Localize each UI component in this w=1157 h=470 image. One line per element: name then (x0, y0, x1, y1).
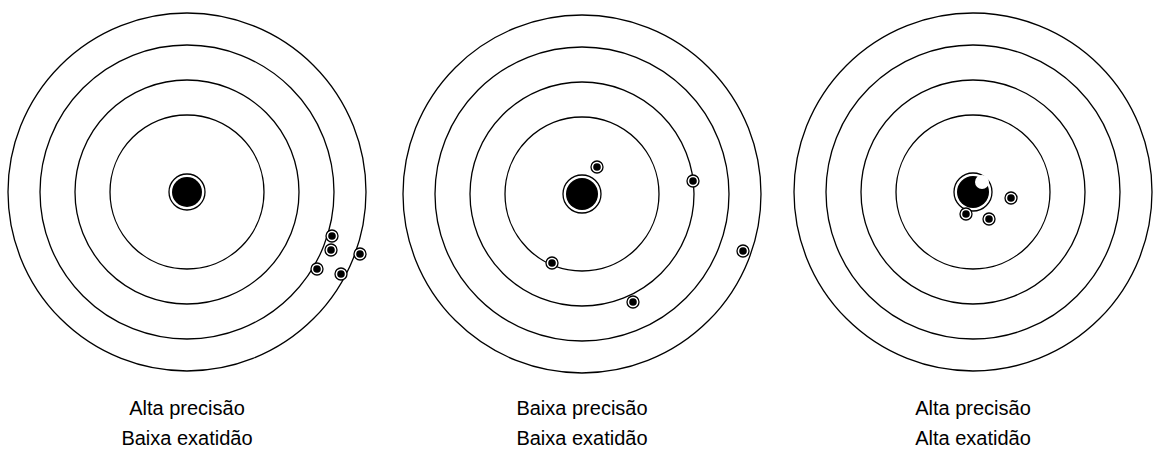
target-ring (505, 117, 659, 271)
shot (737, 245, 749, 257)
shots-right (960, 192, 1017, 225)
bullseye (172, 177, 202, 207)
target-ring (435, 47, 729, 341)
shot (983, 213, 995, 225)
shot (546, 257, 558, 269)
shot (335, 268, 347, 280)
shot (325, 244, 337, 256)
shot (1005, 192, 1017, 204)
shot (687, 175, 699, 187)
target-ring (8, 13, 366, 371)
target-middle (403, 15, 761, 373)
bullseye-ring (169, 174, 205, 210)
caption-text: Baixa precisão (422, 396, 742, 420)
target-ring (861, 80, 1085, 304)
caption-text: Baixa exatidão (27, 426, 347, 450)
shot (326, 230, 338, 242)
shot (960, 208, 972, 220)
bullseye (957, 176, 989, 208)
target-ring (794, 13, 1152, 371)
target-ring (896, 115, 1050, 269)
target-ring (403, 15, 761, 373)
bullseye (566, 178, 598, 210)
shot (591, 161, 603, 173)
shots-middle (546, 161, 749, 308)
target-ring (40, 45, 334, 339)
shot (311, 263, 323, 275)
caption-text: Alta precisão (27, 396, 347, 420)
caption-text: Alta exatidão (813, 426, 1133, 450)
shots-left (311, 230, 366, 280)
target-ring (75, 80, 299, 304)
target-ring (110, 115, 264, 269)
caption-text: Alta precisão (813, 396, 1133, 420)
shot-hole (975, 175, 989, 189)
bullseye-ring (563, 175, 601, 213)
shot (627, 296, 639, 308)
target-right (794, 13, 1152, 371)
target-ring (826, 45, 1120, 339)
caption-text: Baixa exatidão (422, 426, 742, 450)
shot (354, 248, 366, 260)
target-left (8, 13, 366, 371)
bullseye-ring (954, 173, 992, 211)
target-ring (470, 82, 694, 306)
